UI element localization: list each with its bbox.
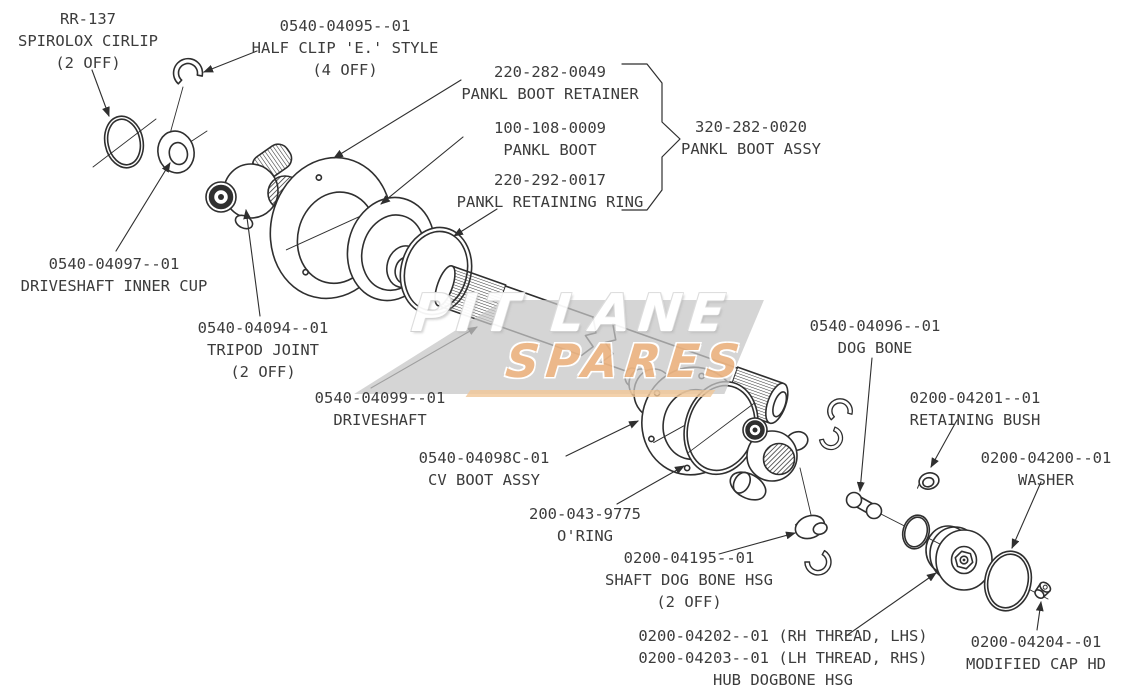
modified-cap-hd-part bbox=[1034, 581, 1052, 600]
part-number: 0200-04201--01 bbox=[909, 389, 1041, 407]
part-number: 220-282-0049 bbox=[494, 63, 606, 81]
part-name: DRIVESHAFT bbox=[333, 411, 427, 429]
label-hub-dogbone-hsg: 0200-04202--01 (RH THREAD, LHS) 0200-042… bbox=[620, 625, 946, 689]
label-pankl-boot-retainer: 220-282-0049 PANKL BOOT RETAINER bbox=[456, 61, 644, 105]
boot-assy-brace bbox=[621, 63, 681, 211]
part-name: DRIVESHAFT INNER CUP bbox=[20, 277, 208, 295]
label-driveshaft: 0540-04099--01 DRIVESHAFT bbox=[296, 387, 464, 431]
part-number: 0540-04096--01 bbox=[809, 317, 941, 335]
part-number: 0540-04094--01 bbox=[197, 319, 329, 337]
part-number: 0540-04098C-01 bbox=[418, 449, 550, 467]
half-clip-right-top-part bbox=[824, 395, 855, 421]
part-name: DOG BONE bbox=[837, 339, 913, 357]
hub-dogbone-hsg-part bbox=[925, 525, 993, 591]
driveshaft-inner-cup-part bbox=[157, 130, 195, 174]
label-pankl-boot: 100-108-0009 PANKL BOOT bbox=[456, 117, 644, 161]
part-name: TRIPOD JOINT bbox=[207, 341, 319, 359]
label-washer: 0200-04200--01 WASHER bbox=[966, 447, 1126, 491]
label-pankl-boot-assy: 320-282-0020 PANKL BOOT ASSY bbox=[676, 116, 826, 160]
label-o-ring: 200-043-9775 O'RING bbox=[510, 503, 660, 547]
part-qty: (4 OFF) bbox=[312, 61, 378, 79]
label-shaft-dog-bone-hsg: 0200-04195--01 SHAFT DOG BONE HSG (2 OFF… bbox=[590, 547, 788, 613]
label-tripod-joint: 0540-04094--01 TRIPOD JOINT (2 OFF) bbox=[176, 317, 350, 383]
label-cv-boot-assy: 0540-04098C-01 CV BOOT ASSY bbox=[396, 447, 572, 491]
part-number: 220-292-0017 bbox=[494, 171, 606, 189]
shaft-dog-bone-hsg-part bbox=[794, 514, 837, 581]
part-number: 0540-04097--01 bbox=[48, 255, 180, 273]
tripod-joint-right-part bbox=[729, 417, 809, 501]
part-number-alt: 0200-04203--01 (LH THREAD, RHS) bbox=[638, 649, 928, 667]
part-name: O'RING bbox=[557, 527, 613, 545]
label-retaining-bush: 0200-04201--01 RETAINING BUSH bbox=[886, 387, 1064, 431]
part-qty: (2 OFF) bbox=[656, 593, 722, 611]
spirolox-circlip-part bbox=[103, 115, 145, 169]
part-name: WASHER bbox=[1018, 471, 1074, 489]
label-spirolox-circlip: RR-137 SPIROLOX CIRLIP (2 OFF) bbox=[8, 8, 168, 74]
part-number: 0200-04204--01 bbox=[970, 633, 1102, 651]
small-o-ring-part bbox=[901, 514, 931, 550]
part-name: MODIFIED CAP HD bbox=[966, 655, 1106, 673]
part-number: 0540-04095--01 bbox=[279, 17, 411, 35]
part-name: PANKL BOOT ASSY bbox=[681, 140, 821, 158]
part-number: 200-043-9775 bbox=[529, 505, 641, 523]
part-name: PANKL RETAINING RING bbox=[456, 193, 644, 211]
half-clip-top-part bbox=[168, 54, 205, 86]
part-name: CV BOOT ASSY bbox=[428, 471, 540, 489]
part-number: 0200-04200--01 bbox=[980, 449, 1112, 467]
part-name: PANKL BOOT RETAINER bbox=[461, 85, 639, 103]
label-half-clip-e-style: 0540-04095--01 HALF CLIP 'E.' STYLE (4 O… bbox=[250, 15, 440, 81]
dog-bone-part bbox=[845, 491, 883, 520]
label-modified-cap-hd: 0200-04204--01 MODIFIED CAP HD bbox=[950, 631, 1122, 675]
label-dog-bone: 0540-04096--01 DOG BONE bbox=[794, 315, 956, 359]
washer-part bbox=[983, 550, 1033, 612]
part-number: 0200-04202--01 (RH THREAD, LHS) bbox=[638, 627, 928, 645]
part-number: RR-137 bbox=[60, 10, 116, 28]
half-clip-right-bottom-part bbox=[817, 425, 848, 455]
part-name: HALF CLIP 'E.' STYLE bbox=[251, 39, 439, 57]
label-pankl-retaining-ring: 220-292-0017 PANKL RETAINING RING bbox=[450, 169, 650, 213]
part-number: 0540-04099--01 bbox=[314, 389, 446, 407]
part-name: RETAINING BUSH bbox=[909, 411, 1041, 429]
part-number: 320-282-0020 bbox=[695, 118, 807, 136]
part-name: PANKL BOOT bbox=[503, 141, 597, 159]
label-driveshaft-inner-cup: 0540-04097--01 DRIVESHAFT INNER CUP bbox=[10, 253, 218, 297]
part-name: HUB DOGBONE HSG bbox=[713, 671, 853, 689]
part-name: SPIROLOX CIRLIP bbox=[18, 32, 158, 50]
part-number: 100-108-0009 bbox=[494, 119, 606, 137]
part-qty: (2 OFF) bbox=[55, 54, 121, 72]
part-number: 0200-04195--01 bbox=[623, 549, 755, 567]
part-name: SHAFT DOG BONE HSG bbox=[605, 571, 773, 589]
part-qty: (2 OFF) bbox=[230, 363, 296, 381]
retaining-bush-part bbox=[916, 472, 940, 490]
